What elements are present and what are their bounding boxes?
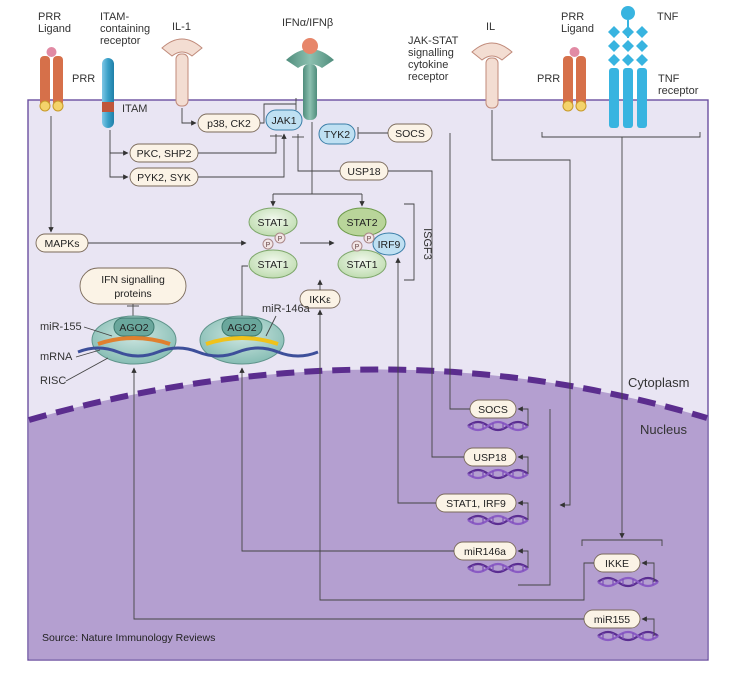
mir155-label: miR-155 (40, 321, 82, 333)
phospho-label-d: P (367, 236, 372, 243)
usp18-cyto-node: USP18 (339, 161, 389, 181)
pyk2-syk-node: PYK2, SYK (129, 167, 199, 187)
mrna-strand (77, 346, 319, 358)
svg-text:USP18: USP18 (347, 166, 380, 178)
risc-complex-2: AGO2 (199, 315, 285, 365)
svg-text:STAT1: STAT1 (257, 217, 288, 229)
mir146a-label: miR-146a (262, 303, 311, 315)
dna-helix-socs (467, 420, 529, 432)
svg-text:AGO2: AGO2 (119, 322, 148, 334)
stat1-dimer: STAT1 STAT1 P P (248, 207, 298, 279)
phospho-label-c: P (355, 244, 360, 251)
dna-helix-mir146a (467, 562, 529, 574)
svg-text:STAT2: STAT2 (346, 217, 377, 229)
ifn-label: IFNα/IFNβ (282, 17, 333, 29)
dna-helix-stat1-irf9 (467, 514, 529, 526)
gene-socs: SOCS (469, 399, 517, 419)
pkc-shp2-node: PKC, SHP2 (129, 143, 199, 163)
nucleus-region (29, 369, 707, 659)
phospho-label-b: P (278, 236, 283, 243)
dna-helix-ikke (597, 576, 659, 588)
dna-helix-usp18 (467, 468, 529, 480)
svg-text:SOCS: SOCS (478, 404, 508, 416)
svg-text:STAT1: STAT1 (346, 259, 377, 271)
tnf-receptor (608, 6, 648, 128)
il1-receptor (161, 38, 203, 107)
mapks-node: MAPKs (35, 233, 89, 253)
svg-text:MAPKs: MAPKs (44, 238, 79, 250)
svg-text:PYK2, SYK: PYK2, SYK (137, 172, 191, 184)
ifn-signalling-proteins-node: IFN signalling proteins (79, 267, 187, 305)
nucleus-label: Nucleus (640, 422, 687, 437)
jak1-node: JAK1 (265, 109, 303, 131)
prr-label-left: PRR (72, 73, 95, 85)
svg-text:IRF9: IRF9 (378, 239, 401, 251)
svg-text:proteins: proteins (114, 288, 151, 300)
ifn-proteins-line1: IFN signalling (101, 274, 165, 286)
svg-text:IFN signalling: IFN signalling (101, 274, 165, 286)
isgf3-bracket (404, 203, 415, 281)
ifn-proteins-line2: proteins (114, 288, 151, 300)
dna-helix-mir155 (597, 630, 659, 642)
source-caption: Source: Nature Immunology Reviews (42, 632, 215, 644)
svg-text:AGO2: AGO2 (227, 322, 256, 334)
gene-stat1-irf9: STAT1, IRF9 (435, 493, 517, 513)
receptor-bracket (541, 132, 701, 138)
tnf-label: TNF (657, 11, 679, 23)
ifn-receptor (286, 38, 334, 120)
svg-text:STAT1: STAT1 (257, 259, 288, 271)
ikke-cyto-node: IKKε (299, 289, 341, 309)
prr-receptor-left (39, 47, 64, 112)
svg-text:USP18: USP18 (473, 452, 506, 464)
il-receptor (471, 42, 513, 109)
risc-label: RISC (40, 375, 66, 387)
il-label: IL (486, 21, 495, 33)
svg-text:miR146a: miR146a (464, 546, 506, 558)
p38-ck2-node: p38, CK2 (197, 113, 261, 133)
svg-text:p38, CK2: p38, CK2 (207, 118, 251, 130)
gene-mir155: miR155 (583, 609, 641, 629)
svg-text:SOCS: SOCS (395, 128, 425, 140)
il1-label: IL-1 (172, 21, 191, 33)
svg-text:STAT1, IRF9: STAT1, IRF9 (446, 498, 506, 510)
svg-text:JAK1: JAK1 (271, 115, 296, 127)
svg-text:TYK2: TYK2 (324, 129, 350, 141)
svg-text:miR155: miR155 (594, 614, 630, 626)
nuclear-membrane (28, 366, 708, 423)
prr-receptor-right (562, 47, 587, 112)
itam-label: ITAM (122, 103, 147, 115)
isgf3-label: ISGF3 (421, 228, 433, 260)
gene-ikke: IKKE (593, 553, 641, 573)
svg-text:PKC, SHP2: PKC, SHP2 (137, 148, 192, 160)
socs-cyto-node: SOCS (387, 123, 433, 143)
itam-receptor (102, 58, 114, 128)
gene-mir146a: miR146a (453, 541, 517, 561)
mrna-label: mRNA (40, 351, 73, 363)
cytoplasm-label: Cytoplasm (628, 375, 689, 390)
prr-label-right: PRR (537, 73, 560, 85)
phospho-label-a: P (266, 242, 271, 249)
gene-usp18: USP18 (463, 447, 517, 467)
tyk2-node: TYK2 (318, 123, 356, 145)
isgf3-complex: STAT2 STAT1 IRF9 P P (337, 207, 406, 279)
svg-text:IKKε: IKKε (309, 294, 331, 306)
svg-text:IKKE: IKKE (605, 558, 629, 570)
